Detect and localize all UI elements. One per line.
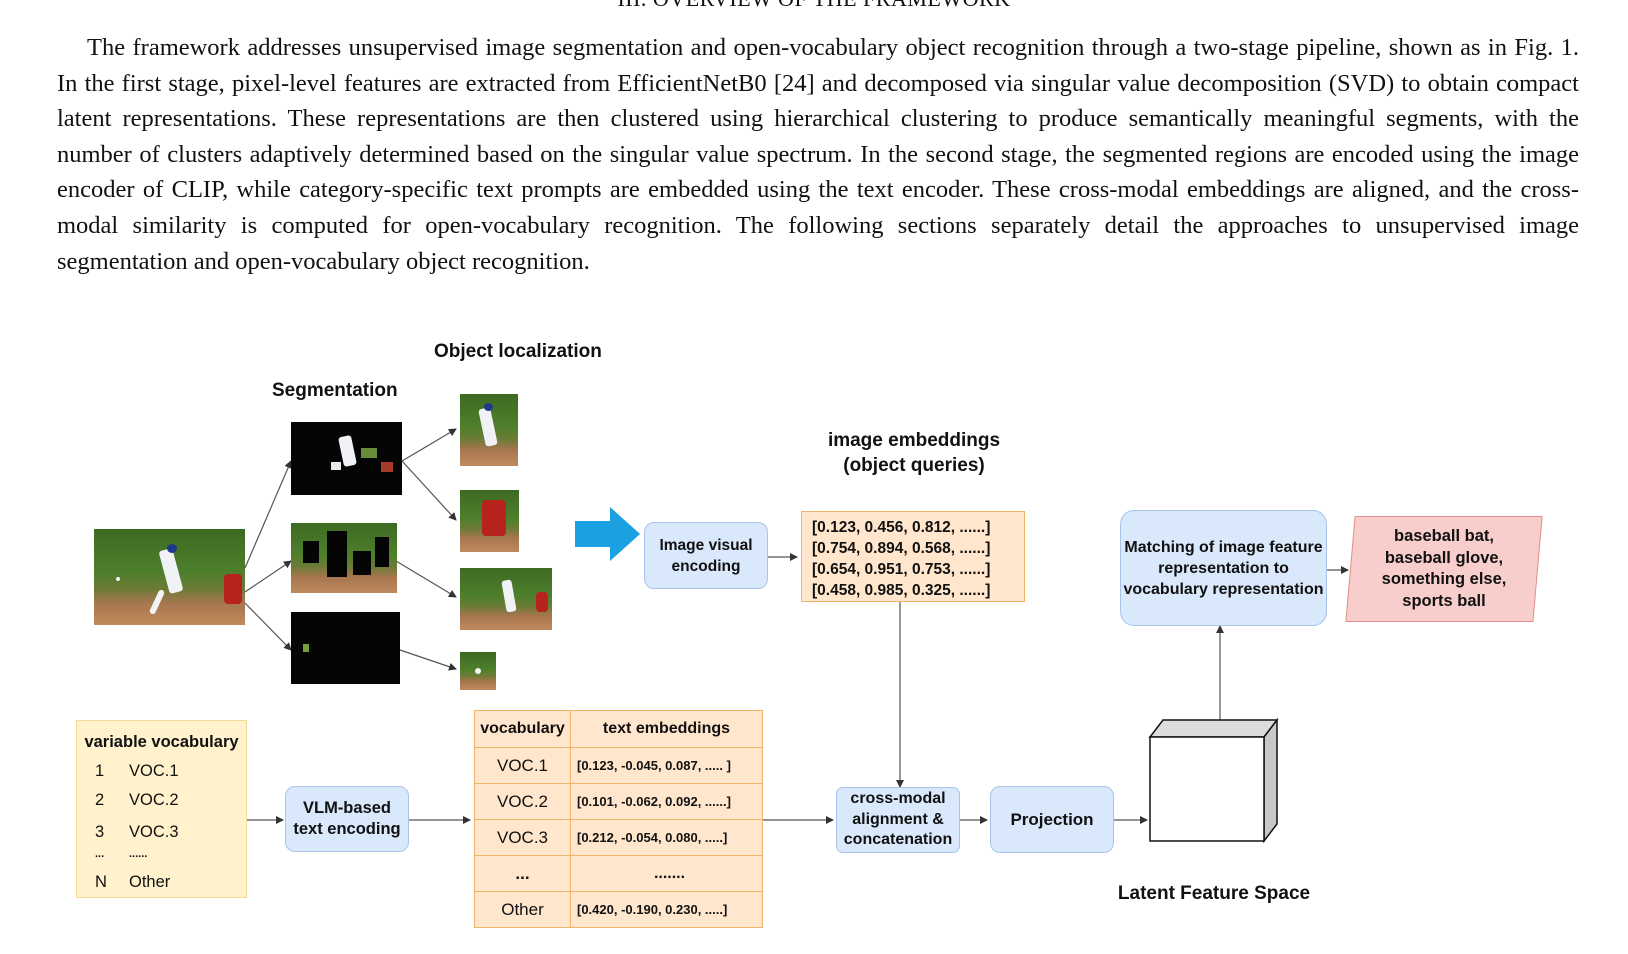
table-cell-embedding: [0.123, -0.045, 0.087, ..... ] — [570, 747, 763, 784]
vocab-row-label: VOC.3 — [129, 823, 179, 841]
image-embeddings-box: [0.123, 0.456, 0.812, ......] [0.754, 0.… — [801, 511, 1025, 602]
vocab-row-label: Other — [129, 873, 171, 891]
latent-cube-icon — [1148, 717, 1279, 844]
big-blue-arrow-icon — [575, 507, 640, 561]
result-labels-box: baseball bat, baseball glove, something … — [1345, 516, 1543, 622]
vocab-row-number: 2 — [95, 791, 105, 809]
image-embeddings-title: image embeddings — [827, 430, 1001, 451]
table-cell-vocabulary: Other — [474, 891, 571, 928]
cross-modal-box: cross-modal alignment & concatenation — [836, 787, 960, 853]
table-cell-embedding: ....... — [570, 855, 763, 892]
image-embedding-row: [0.123, 0.456, 0.812, ......] — [812, 519, 991, 536]
arrow-to-seg2 — [244, 560, 292, 593]
cross-modal-label: cross-modal alignment & concatenation — [843, 790, 953, 849]
image-embedding-row: [0.754, 0.894, 0.568, ......] — [812, 540, 991, 557]
segmentation-label: Segmentation — [272, 380, 398, 401]
vocab-row: ... ...... — [77, 848, 246, 872]
figure-connectors — [244, 428, 1349, 844]
vocab-row-label: VOC.2 — [129, 791, 179, 809]
table-cell-vocabulary: VOC.2 — [474, 783, 571, 820]
variable-vocabulary-title: variable vocabulary — [84, 733, 239, 751]
vlm-text-encoding-label: VLM-based text encoding — [293, 799, 401, 838]
vocab-row: N Other — [77, 873, 246, 897]
image-visual-encoding-label: Image visual encoding — [659, 536, 753, 575]
table-cell-vocabulary: ... — [474, 855, 571, 892]
table-cell-vocabulary: VOC.3 — [474, 819, 571, 856]
variable-vocabulary-box: variable vocabulary 1 VOC.1 2 VOC.2 3 VO… — [76, 720, 247, 898]
table-header-text-embeddings: text embeddings — [570, 710, 763, 748]
table-row: VOC.3 [0.212, -0.054, 0.080, .....] — [474, 819, 763, 856]
image-visual-encoding-box: Image visual encoding — [644, 522, 768, 589]
vocab-row-number: 1 — [95, 762, 105, 780]
table-row: Other [0.420, -0.190, 0.230, .....] — [474, 891, 763, 928]
projection-box: Projection — [990, 786, 1114, 853]
vocab-row-number: ... — [95, 848, 105, 860]
projection-label: Projection — [1010, 809, 1094, 829]
vocab-row-number: N — [95, 873, 107, 891]
segmentation-mask-1 — [291, 422, 402, 495]
vocab-row-label: VOC.1 — [129, 762, 179, 780]
input-baseball-image — [94, 529, 245, 625]
vocab-row: 2 VOC.2 — [77, 791, 246, 815]
framework-figure: Segmentation Object localization Image v… — [0, 340, 1628, 954]
table-cell-embedding: [0.101, -0.062, 0.092, ......] — [570, 783, 763, 820]
object-crop-catcher — [460, 490, 519, 552]
body-paragraph: The framework addresses unsupervised ima… — [57, 34, 1579, 275]
segmentation-mask-3 — [291, 612, 400, 684]
matching-box: Matching of image feature representation… — [1120, 510, 1327, 626]
table-row: VOC.1 [0.123, -0.045, 0.087, ..... ] — [474, 747, 763, 784]
table-header-row: vocabulary text embeddings — [474, 710, 763, 748]
vocab-row-number: 3 — [95, 823, 105, 841]
result-labels: baseball bat, baseball glove, something … — [1381, 527, 1507, 610]
table-row: VOC.2 [0.101, -0.062, 0.092, ......] — [474, 783, 763, 820]
table-cell-vocabulary: VOC.1 — [474, 747, 571, 784]
arrow-to-crop1 — [401, 428, 457, 462]
table-header-vocabulary: vocabulary — [474, 710, 571, 748]
text-embeddings-table: vocabulary text embeddings VOC.1 [0.123,… — [474, 710, 763, 928]
arrow-to-crop4 — [399, 649, 457, 671]
arrow-to-crop2 — [401, 460, 457, 521]
table-cell-embedding: [0.420, -0.190, 0.230, .....] — [570, 891, 763, 928]
matching-label: Matching of image feature representation… — [1123, 538, 1324, 598]
arrow-to-seg1 — [244, 460, 292, 569]
section-heading: III. OVERVIEW OF THE FRAMEWORK — [0, 0, 1628, 12]
latent-feature-space-label: Latent Feature Space — [1117, 883, 1311, 904]
image-embedding-row: [0.654, 0.951, 0.753, ......] — [812, 561, 991, 578]
vocab-row: 3 VOC.3 — [77, 823, 246, 847]
image-embedding-row: [0.458, 0.985, 0.325, ......] — [812, 582, 991, 599]
table-cell-embedding: [0.212, -0.054, 0.080, .....] — [570, 819, 763, 856]
table-row: ... ....... — [474, 855, 763, 892]
vlm-text-encoding-box: VLM-based text encoding — [285, 786, 409, 852]
arrow-to-seg3 — [244, 602, 292, 651]
object-crop-bat — [460, 568, 552, 630]
vocab-row-label: ...... — [129, 848, 148, 860]
arrow-to-crop3 — [395, 560, 457, 598]
object-localization-label: Object localization — [434, 341, 602, 362]
vocab-row: 1 VOC.1 — [77, 762, 246, 786]
image-embeddings-subtitle: (object queries) — [843, 455, 985, 476]
segmentation-mask-2 — [291, 523, 397, 593]
object-crop-ball — [460, 652, 496, 690]
object-crop-batter — [460, 394, 518, 466]
